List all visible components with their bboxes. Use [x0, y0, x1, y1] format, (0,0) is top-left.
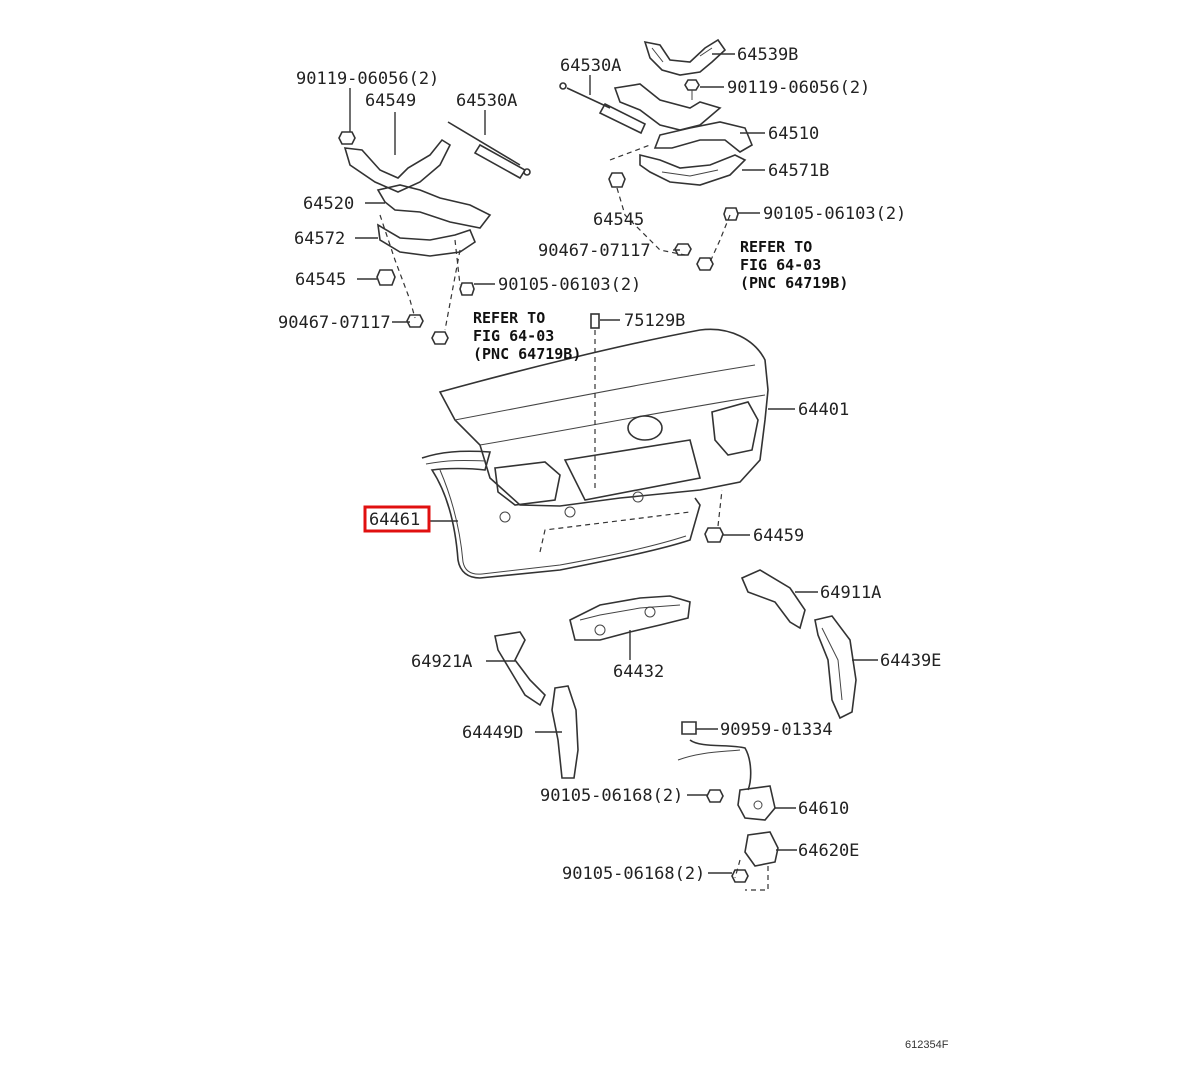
highlighted-part-64461[interactable]: 64461	[363, 505, 431, 533]
refer-left-line2: FIG 64-03	[473, 327, 554, 345]
trunk-lock-shape	[677, 721, 776, 821]
weatherstrip	[421, 450, 701, 579]
part-label-75129B[interactable]: 75129B	[624, 311, 685, 331]
panel-64439E-shape	[814, 615, 857, 720]
part-label-64911A[interactable]: 64911A	[820, 583, 881, 603]
part-label-90467-right[interactable]: 90467-07117	[538, 241, 651, 261]
part-label-64449D[interactable]: 64449D	[462, 723, 523, 743]
bracket-64921A-shape	[494, 631, 546, 707]
part-label-90119-right[interactable]: 90119-06056(2)	[727, 78, 870, 98]
trunk-lid	[438, 313, 769, 523]
lock-assembly-shape	[569, 595, 691, 660]
part-label-64530A-left[interactable]: 64530A	[456, 91, 517, 111]
part-label-90105-06168-lower[interactable]: 90105-06168(2)	[562, 864, 705, 884]
highlight-box	[363, 505, 431, 533]
part-label-64520[interactable]: 64520	[303, 194, 354, 214]
striker-shape	[731, 831, 779, 891]
part-label-64539B[interactable]: 64539B	[737, 45, 798, 65]
part-label-64545-right[interactable]: 64545	[593, 210, 644, 230]
part-label-90959-01334[interactable]: 90959-01334	[720, 720, 833, 740]
part-label-64530A-right[interactable]: 64530A	[560, 56, 621, 76]
part-label-64549[interactable]: 64549	[365, 91, 416, 111]
part-label-64620E[interactable]: 64620E	[798, 841, 859, 861]
leader-lines	[349, 53, 878, 874]
refer-left-line3: (PNC 64719B)	[473, 345, 581, 363]
part-label-64439E[interactable]: 64439E	[880, 651, 941, 671]
part-label-64571B[interactable]: 64571B	[768, 161, 829, 181]
diagram-id: 612354F	[905, 1039, 949, 1051]
refer-right-line2: FIG 64-03	[740, 256, 821, 274]
part-label-64401[interactable]: 64401	[798, 400, 849, 420]
part-label-90119-left[interactable]: 90119-06056(2)	[296, 69, 439, 89]
part-label-64510[interactable]: 64510	[768, 124, 819, 144]
bracket-64911A-shape	[740, 569, 806, 630]
part-label-64545-left[interactable]: 64545	[295, 270, 346, 290]
part-label-90467-left[interactable]: 90467-07117	[278, 313, 391, 333]
refer-right-line3: (PNC 64719B)	[740, 274, 848, 292]
part-label-64610[interactable]: 64610	[798, 799, 849, 819]
part-label-64432[interactable]: 64432	[613, 662, 664, 682]
refer-left-line1: REFER TO	[473, 309, 545, 327]
part-label-64461[interactable]: 64461	[369, 510, 420, 530]
part-label-64459[interactable]: 64459	[753, 526, 804, 546]
hinge-assembly-left	[338, 121, 531, 345]
part-label-90105-06103-right[interactable]: 90105-06103(2)	[763, 204, 906, 224]
part-label-64921A[interactable]: 64921A	[411, 652, 472, 672]
cushion-shape	[704, 527, 724, 543]
part-label-90105-06103-left[interactable]: 90105-06103(2)	[498, 275, 641, 295]
panel-64449D-shape	[551, 685, 579, 779]
hinge-assembly-right	[559, 38, 754, 271]
part-label-90105-06168-upper[interactable]: 90105-06168(2)	[540, 786, 683, 806]
refer-right-line1: REFER TO	[740, 238, 812, 256]
part-label-64572[interactable]: 64572	[294, 229, 345, 249]
